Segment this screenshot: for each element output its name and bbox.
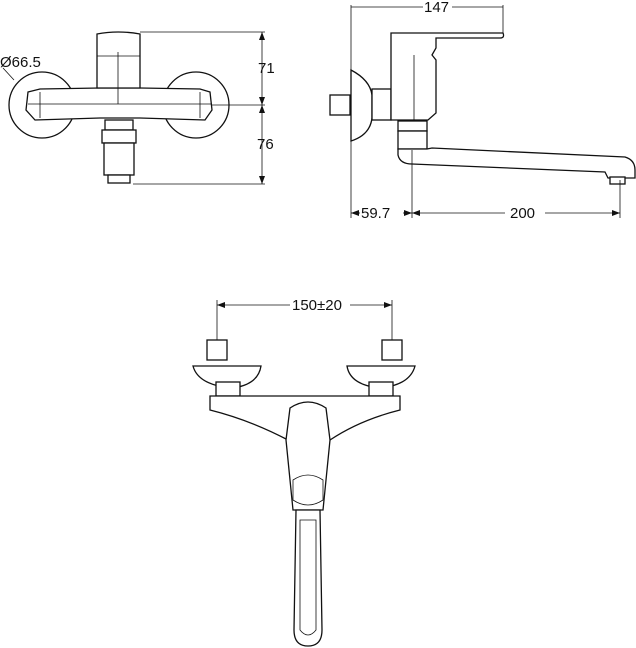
side-body	[390, 32, 505, 121]
wall-offset-label: 59.7	[361, 205, 390, 222]
height-lower-label: 76	[257, 136, 274, 153]
depth-label: 147	[424, 0, 449, 16]
top-view: 150±20	[192, 297, 416, 647]
spout	[397, 147, 636, 179]
wall-connector	[329, 94, 351, 116]
left-inlet	[206, 339, 228, 361]
union-nut	[371, 88, 392, 121]
height-upper-label: 71	[258, 60, 275, 77]
spout-reach-label: 200	[510, 205, 535, 222]
side-view: 147 59.7 200	[329, 0, 636, 222]
top-spout	[293, 509, 323, 647]
inlet-spacing-label: 150±20	[292, 297, 342, 314]
front-view: Ø66.5 71 76	[0, 31, 275, 185]
lever-handle	[96, 31, 141, 89]
wall-flange	[350, 68, 373, 142]
right-inlet	[381, 339, 403, 361]
aerator	[609, 176, 626, 185]
diameter-label: Ø66.5	[0, 54, 41, 71]
